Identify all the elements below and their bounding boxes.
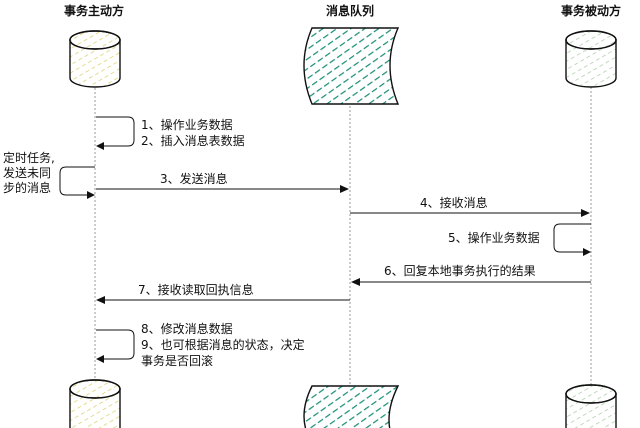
- arrow-7: [96, 296, 350, 304]
- self-loop-1-2: [96, 116, 135, 150]
- self-loop-8-9: [96, 329, 135, 363]
- arrow-6: [351, 278, 591, 286]
- initiator-database-bottom-icon: [69, 379, 121, 428]
- note-line-1: 定时任务,: [3, 150, 55, 165]
- arrow-4: [350, 209, 590, 217]
- initiator-database-icon: [69, 30, 121, 88]
- msg-9-label-line2: 事务是否回滚: [141, 353, 213, 368]
- passive-header: 事务被动方: [561, 3, 621, 18]
- note-line-2: 发送未同: [3, 165, 51, 180]
- msg-3-label: 3、发送消息: [160, 171, 228, 186]
- self-loop-5: [553, 223, 591, 256]
- msg-6-label: 6、回复本地事务执行的结果: [384, 263, 536, 278]
- timer-loop: [59, 166, 95, 199]
- queue-icon: [303, 27, 400, 105]
- queue-bottom-icon: [303, 385, 400, 428]
- passive-database-bottom-icon: [565, 384, 617, 428]
- msg-4-label: 4、接收消息: [420, 195, 488, 210]
- initiator-header: 事务主动方: [64, 3, 124, 18]
- msg-8-label: 8、修改消息数据: [141, 321, 233, 336]
- msg-7-label: 7、接收读取回执信息: [138, 282, 254, 297]
- queue-header: 消息队列: [326, 3, 374, 18]
- msg-9-label-line1: 9、也可根据消息的状态，决定: [141, 337, 305, 352]
- arrow-3: [96, 185, 349, 193]
- msg-5-label: 5、操作业务数据: [448, 230, 540, 245]
- passive-database-icon: [565, 30, 617, 88]
- note-line-3: 步的消息: [3, 180, 51, 195]
- msg-1-label: 1、操作业务数据: [141, 117, 233, 132]
- msg-2-label: 2、插入消息表数据: [141, 133, 245, 148]
